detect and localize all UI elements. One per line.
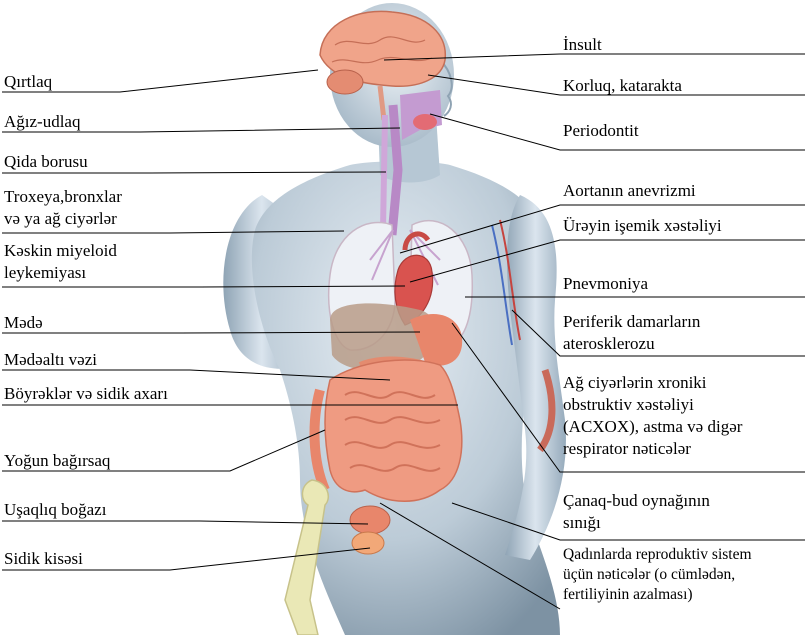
label-periferik: Periferik damarların aterosklerozu: [563, 311, 700, 355]
label-troxeya: Troxeya,bronxlar və ya ağ ciyərlər: [4, 186, 122, 230]
label-korluq: Korluq, katarakta: [563, 75, 682, 97]
label-mede: Mədə: [4, 312, 43, 334]
label-canaq-line1: Çanaq-bud oynağının: [563, 490, 710, 512]
label-aorta: Aortanın anevrizmi: [563, 180, 696, 202]
label-qadin-line1: Qadınlarda reproduktiv sistem: [563, 545, 752, 565]
label-sidik: Sidik kisəsi: [4, 548, 83, 570]
label-usaqliq: Uşaqlıq boğazı: [4, 499, 106, 521]
label-periodontit: Periodontit: [563, 120, 639, 142]
label-pnevmoniya: Pnevmoniya: [563, 273, 648, 295]
label-leykemiya: Kəskin miyeloid leykemiyası: [4, 240, 117, 284]
label-qida-borusu: Qida borusu: [4, 151, 88, 173]
label-troxeya-line1: Troxeya,bronxlar: [4, 186, 122, 208]
label-qadin: Qadınlarda reproduktiv sistem üçün nətic…: [563, 545, 752, 605]
label-canaq: Çanaq-bud oynağının sınığı: [563, 490, 710, 534]
label-periferik-line2: aterosklerozu: [563, 333, 700, 355]
label-leykemiya-line2: leykemiyası: [4, 262, 117, 284]
label-qirtlaq: Qırtlaq: [4, 71, 52, 93]
label-yogun: Yoğun bağırsaq: [4, 450, 110, 472]
label-ureyin: Ürəyin işemik xəstəliyi: [563, 215, 722, 237]
label-acxox-line3: (ACXOX), astma və digər: [563, 416, 742, 438]
label-troxeya-line2: və ya ağ ciyərlər: [4, 208, 122, 230]
label-canaq-line2: sınığı: [563, 512, 710, 534]
label-periferik-line1: Periferik damarların: [563, 311, 700, 333]
label-acxox-line1: Ağ ciyərlərin xroniki: [563, 372, 742, 394]
label-boyrekler: Böyrəklər və sidik axarı: [4, 383, 168, 405]
label-acxox-line4: respirator nəticələr: [563, 438, 742, 460]
label-acxox: Ağ ciyərlərin xroniki obstruktiv xəstəli…: [563, 372, 742, 460]
label-agiz-udlaq: Ağız-udlaq: [4, 111, 80, 133]
label-qadin-line2: üçün nəticələr (o cümlədən,: [563, 565, 752, 585]
label-qadin-line3: fertiliyinin azalması): [563, 585, 752, 605]
label-leykemiya-line1: Kəskin miyeloid: [4, 240, 117, 262]
label-acxox-line2: obstruktiv xəstəliyi: [563, 394, 742, 416]
label-medealti: Mədəaltı vəzi: [4, 349, 97, 371]
label-insult: İnsult: [563, 34, 602, 56]
